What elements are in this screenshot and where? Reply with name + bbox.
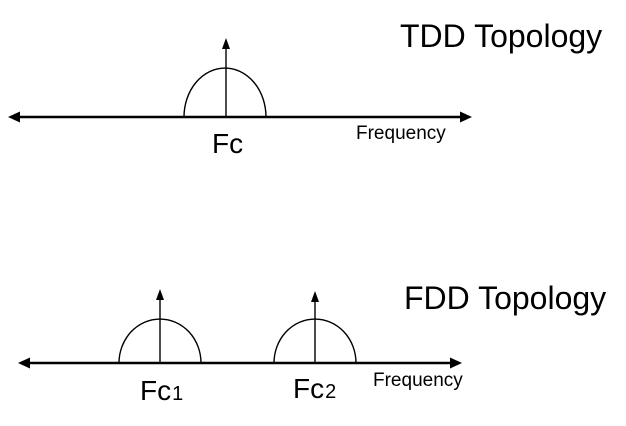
fdd-carrier1-name: Fc — [140, 375, 171, 406]
tdd-axis-label: Frequency — [356, 123, 446, 144]
fdd-axis-left-arrowhead — [18, 357, 30, 369]
fdd-carrier1-subscript: 1 — [172, 383, 183, 405]
fdd-carrier2-subscript: 2 — [325, 381, 336, 403]
fdd-carrier1-label: Fc1 — [140, 375, 183, 406]
fdd-frequency-axis — [18, 357, 462, 369]
tdd-marker-arrowhead — [222, 38, 230, 49]
tdd-axis-right-arrowhead — [460, 111, 472, 123]
fdd-axis-label: Frequency — [373, 370, 463, 391]
tdd-title: TDD Topology — [400, 18, 602, 54]
tdd-frequency-axis — [8, 111, 472, 123]
fdd-carrier2-name: Fc — [293, 373, 324, 404]
fdd-marker1-arrowhead — [156, 289, 164, 300]
tdd-carrier-marker — [222, 38, 230, 117]
fdd-carrier2-label: Fc2 — [293, 373, 336, 404]
fdd-axis-right-arrowhead — [450, 357, 462, 369]
fdd-carrier1-marker — [156, 289, 164, 363]
tdd-carrier-lobe — [183, 67, 267, 118]
fdd-carrier2-marker — [311, 291, 319, 363]
fdd-panel: FDD Topology Fc1 Fc2 Frequency — [18, 280, 606, 406]
tdd-panel: TDD Topology Fc Frequency — [8, 18, 602, 159]
tdd-axis-left-arrowhead — [8, 111, 20, 123]
tdd-carrier-label: Fc — [212, 128, 243, 159]
fdd-title: FDD Topology — [404, 280, 606, 316]
fdd-marker2-arrowhead — [311, 291, 319, 302]
